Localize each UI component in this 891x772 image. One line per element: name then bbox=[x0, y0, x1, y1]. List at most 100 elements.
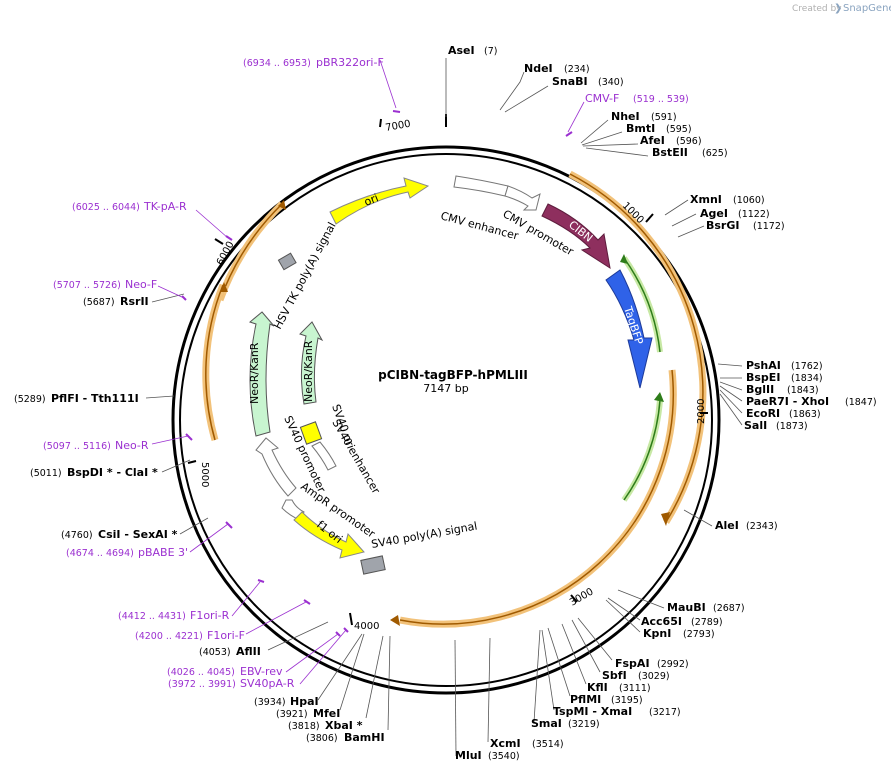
primer-tkpar-range: (6025 .. 6044) bbox=[72, 202, 140, 213]
enzyme-bsteii: BstEII bbox=[652, 146, 688, 159]
tick-3000 bbox=[570, 594, 578, 603]
primer-pbabe-range: (4674 .. 4694) bbox=[66, 548, 134, 559]
enzyme-xbai-pos: (3818) bbox=[288, 721, 320, 732]
sv40-polya-shape bbox=[360, 555, 386, 575]
primer-tkpar-name: TK-pA-R bbox=[143, 200, 187, 213]
cmv-enhancer-shape bbox=[453, 175, 509, 197]
enzyme-hpai: HpaI bbox=[290, 695, 319, 708]
tagbfp-shape bbox=[605, 269, 653, 389]
enzyme-labels: AseI (7) NdeI (234) SnaBI (340) NheI (59… bbox=[14, 44, 877, 762]
enzyme-paer7i-pos: (1847) bbox=[845, 397, 877, 408]
tick-5000 bbox=[187, 460, 197, 464]
tick-1000 bbox=[645, 213, 654, 223]
enzyme-afei-pos: (596) bbox=[676, 136, 702, 147]
enzyme-bspdi: BspDI * - ClaI * bbox=[67, 466, 158, 479]
label-tagbfp: TagBFP bbox=[621, 304, 646, 347]
orf-arc-lower bbox=[399, 369, 675, 625]
backbone-outer bbox=[171, 145, 721, 695]
primer-cmvf-range: (519 .. 539) bbox=[633, 94, 689, 105]
enzyme-agei: AgeI bbox=[700, 207, 728, 220]
enzyme-pflfi-pos: (5289) bbox=[14, 394, 46, 405]
enzyme-smai: SmaI bbox=[531, 717, 562, 730]
enzyme-tspmi: TspMI - XmaI bbox=[553, 705, 632, 718]
primer-ebvrev-name: EBV-rev bbox=[240, 665, 283, 678]
enzyme-ecori-pos: (1863) bbox=[789, 409, 821, 420]
sv40-ori-shape bbox=[299, 421, 323, 445]
enzyme-pshai: PshAI bbox=[746, 359, 781, 372]
sv40-enhancer-shape bbox=[311, 441, 337, 471]
primer-f1orir-range: (4412 .. 4431) bbox=[118, 611, 186, 622]
orf-arc-left bbox=[205, 284, 224, 441]
tick-label-2000: 2000 bbox=[696, 399, 707, 424]
primer-sv40par-name: SV40pA-R bbox=[240, 677, 295, 690]
label-hsv-tk-polya: HSV TK poly(A) signal bbox=[271, 220, 338, 331]
enzyme-sali: SalI bbox=[744, 419, 767, 432]
f1-ori-shape bbox=[293, 511, 365, 559]
enzyme-afei: AfeI bbox=[640, 134, 665, 147]
enzyme-alei-pos: (2343) bbox=[746, 521, 778, 532]
tick-6000 bbox=[214, 238, 224, 245]
cibn-shape bbox=[541, 203, 611, 270]
enzyme-asei: AseI bbox=[448, 44, 475, 57]
hsv-tk-polya-shape bbox=[277, 252, 297, 271]
primer-pbabe-name: pBABE 3' bbox=[138, 546, 188, 559]
enzyme-tspmi-pos: (3217) bbox=[649, 707, 681, 718]
primer-neor-range: (5097 .. 5116) bbox=[43, 441, 111, 452]
label-sv40-polya: SV40 poly(A) signal bbox=[370, 519, 478, 550]
enzyme-mlui: MluI bbox=[455, 749, 482, 762]
primer-f1orir-name: F1ori-R bbox=[190, 609, 230, 622]
sv40-promoter-shape bbox=[255, 437, 297, 497]
orf-arrowhead-ul bbox=[278, 200, 286, 210]
enzyme-bsrgi-pos: (1172) bbox=[753, 221, 785, 232]
green-arc-1 bbox=[623, 257, 661, 353]
primer-neor-name: Neo-R bbox=[115, 439, 149, 452]
enzyme-bspei-pos: (1834) bbox=[791, 373, 823, 384]
credit-brand: SnapGene bbox=[843, 3, 891, 14]
enzyme-bamhi-pos: (3806) bbox=[306, 733, 338, 744]
enzyme-rsrii: RsrII bbox=[120, 295, 149, 308]
enzyme-snabi-pos: (340) bbox=[598, 77, 624, 88]
neor2-shape bbox=[299, 321, 324, 405]
enzyme-acc65i: Acc65I bbox=[641, 615, 682, 628]
enzyme-rsrii-pos: (5687) bbox=[83, 297, 115, 308]
tick-label-5000: 5000 bbox=[199, 462, 210, 487]
enzyme-mfei: MfeI bbox=[313, 707, 340, 720]
enzyme-kpni: KpnI bbox=[643, 627, 671, 640]
enzyme-smai-pos: (3219) bbox=[568, 719, 600, 730]
tick-label-3000: 3000 bbox=[568, 586, 596, 608]
tick-label-7000: 7000 bbox=[385, 119, 412, 134]
enzyme-csii: CsiI - SexAI * bbox=[98, 528, 178, 541]
enzyme-alei: AleI bbox=[715, 519, 739, 532]
enzyme-xmni: XmnI bbox=[690, 193, 722, 206]
enzyme-ecori: EcoRI bbox=[746, 407, 780, 420]
enzyme-kfli: KflI bbox=[587, 681, 608, 694]
primer-sv40par-range: (3972 .. 3991) bbox=[168, 679, 236, 690]
label-sv40-enhancer: SV40 enhancer bbox=[329, 417, 382, 496]
primer-labels: (6934 .. 6953) pBR322ori-F CMV-F (519 ..… bbox=[43, 56, 689, 690]
cmv-promoter-shape bbox=[504, 185, 541, 211]
green-arc-2 bbox=[623, 399, 661, 501]
enzyme-maubi-pos: (2687) bbox=[713, 603, 745, 614]
enzyme-kpni-pos: (2793) bbox=[683, 629, 715, 640]
enzyme-bmti: BmtI bbox=[626, 122, 655, 135]
enzyme-fspai: FspAI bbox=[615, 657, 650, 670]
enzyme-sbfi-pos: (3029) bbox=[638, 671, 670, 682]
backbone-inner bbox=[179, 153, 713, 687]
enzyme-agei-pos: (1122) bbox=[738, 209, 770, 220]
enzyme-bamhi: BamHI bbox=[344, 731, 385, 744]
enzyme-xmni-pos: (1060) bbox=[733, 195, 765, 206]
enzyme-acc65i-pos: (2789) bbox=[691, 617, 723, 628]
enzyme-mfei-pos: (3921) bbox=[276, 709, 308, 720]
green-arrowhead-1 bbox=[620, 254, 628, 264]
orf-arc-upper bbox=[569, 173, 704, 523]
enzyme-pflmi: PflMI bbox=[570, 693, 601, 706]
features bbox=[248, 175, 653, 575]
enzyme-kfli-pos: (3111) bbox=[619, 683, 651, 694]
enzyme-bsteii-pos: (625) bbox=[702, 148, 728, 159]
enzyme-maubi: MauBI bbox=[667, 601, 706, 614]
primer-ebvrev-range: (4026 .. 4045) bbox=[167, 667, 235, 678]
enzyme-bmti-pos: (595) bbox=[666, 124, 692, 135]
primer-f1orif-range: (4200 .. 4221) bbox=[135, 631, 203, 642]
primer-pbr322-range: (6934 .. 6953) bbox=[243, 58, 311, 69]
enzyme-sali-pos: (1873) bbox=[776, 421, 808, 432]
